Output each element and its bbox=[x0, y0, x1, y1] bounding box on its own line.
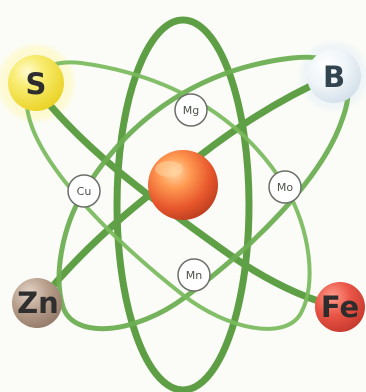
molybdenum-label: Mo bbox=[277, 181, 293, 194]
copper-label: Cu bbox=[77, 185, 92, 198]
manganese-node: Mn bbox=[178, 259, 210, 291]
nucleus-highlight bbox=[155, 161, 183, 177]
iron-node: Fe bbox=[315, 282, 365, 332]
zinc-label: Zn bbox=[17, 286, 59, 320]
sulfur-label: S bbox=[26, 67, 47, 101]
sulfur-node: S bbox=[8, 55, 64, 111]
zinc-node: Zn bbox=[12, 278, 62, 328]
boron-label: B bbox=[323, 60, 345, 94]
copper-node: Cu bbox=[68, 175, 100, 207]
iron-label: Fe bbox=[321, 290, 359, 324]
nucleus bbox=[148, 150, 218, 220]
molybdenum-node: Mo bbox=[269, 171, 301, 203]
magnesium-node: Mg bbox=[175, 94, 207, 126]
manganese-label: Mn bbox=[186, 269, 202, 282]
magnesium-label: Mg bbox=[183, 104, 199, 117]
boron-node: B bbox=[307, 49, 361, 103]
